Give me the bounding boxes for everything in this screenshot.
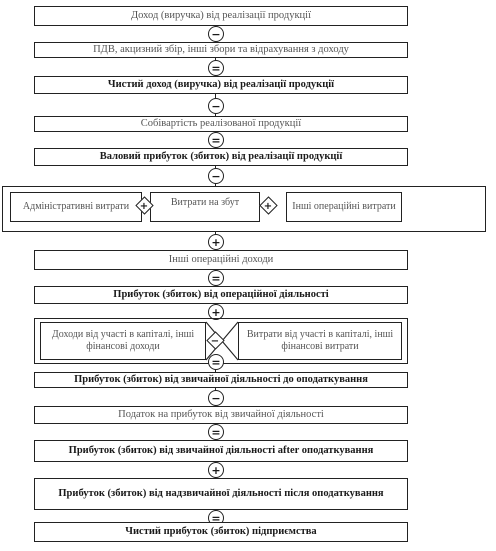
equals-operator: = (208, 60, 224, 76)
minus-operator: − (208, 168, 224, 184)
cost-box: Собівартість реалізованої продукції (34, 116, 408, 132)
plus-operator: + (263, 200, 273, 212)
net-profit-box: Чистий прибуток (збиток) підприємства (34, 522, 408, 542)
operating-expenses-group (2, 186, 486, 232)
equals-operator: = (208, 132, 224, 148)
revenue-box: Доход (виручка) від реалізації продукції (34, 6, 408, 26)
selling-expenses-box: Витрати на збут (150, 192, 260, 222)
plus-operator: + (139, 200, 149, 212)
participation-expenses-box: Витрати від участі в капіталі, інші фіна… (238, 322, 402, 360)
other-op-income-box: Інші операційні доходи (34, 250, 408, 270)
operating-profit-box: Прибуток (збиток) від операційної діяльн… (34, 286, 408, 304)
minus-operator: − (208, 98, 224, 114)
after-tax-profit-box: Прибуток (збиток) від звичайної діяльнос… (34, 440, 408, 462)
minus-operator: − (210, 335, 220, 347)
taxes-box: ПДВ, акцизний збір, інші збори та відрах… (34, 42, 408, 58)
net-revenue-box: Чистий доход (виручка) від реалізації пр… (34, 76, 408, 94)
participation-income-box: Доходи від участі в капіталі, інші фінан… (40, 322, 206, 360)
equals-operator: = (208, 424, 224, 440)
pretax-profit-box: Прибуток (збиток) від звичайної діяльнос… (34, 372, 408, 388)
equals-operator: = (208, 354, 224, 370)
plus-operator: + (208, 304, 224, 320)
gross-profit-box: Валовий прибуток (збиток) від реалізації… (34, 148, 408, 166)
minus-operator: − (208, 26, 224, 42)
income-tax-box: Податок на прибуток від звичайної діяльн… (34, 406, 408, 424)
plus-operator: + (208, 234, 224, 250)
plus-operator: + (208, 462, 224, 478)
admin-expenses-box: Адміністративні витрати (10, 192, 142, 222)
other-op-expenses-box: Інші операційні витрати (286, 192, 402, 222)
minus-operator: − (208, 390, 224, 406)
extraordinary-profit-box: Прибуток (збиток) від надзвичайної діяль… (34, 478, 408, 510)
equals-operator: = (208, 270, 224, 286)
